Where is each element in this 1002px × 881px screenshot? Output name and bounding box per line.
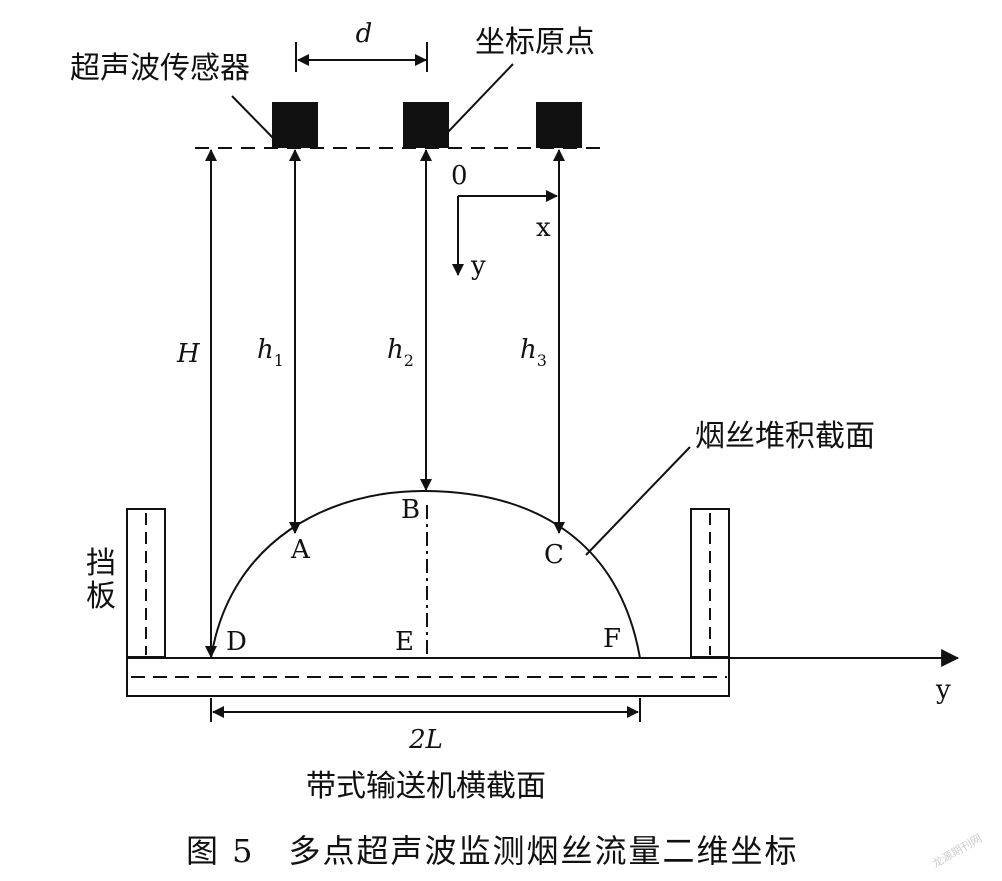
local-y-label: y bbox=[470, 251, 486, 281]
baffle-label-2: 板 bbox=[86, 579, 116, 614]
h3-label: h3 bbox=[520, 335, 547, 370]
point-A-label: A bbox=[290, 535, 311, 565]
sensor-leader-line bbox=[231, 95, 276, 141]
local-x-label: x bbox=[536, 213, 551, 243]
h3-base: h bbox=[520, 335, 537, 365]
h2-base: h bbox=[387, 335, 404, 365]
global-y-label: y bbox=[935, 675, 951, 705]
origin-zero-label: 0 bbox=[451, 161, 468, 191]
point-D-label: D bbox=[226, 627, 247, 657]
sensor-label: 超声波传感器 bbox=[70, 51, 250, 86]
sensor-block-right bbox=[536, 102, 582, 148]
sensor-block-center bbox=[403, 102, 449, 148]
origin-label: 坐标原点 bbox=[475, 25, 595, 60]
point-F-label: F bbox=[603, 624, 621, 654]
h1-label: h1 bbox=[257, 335, 284, 370]
h1-base: h bbox=[257, 335, 274, 365]
point-E-label: E bbox=[395, 627, 414, 657]
point-B-label: B bbox=[401, 495, 420, 525]
conveyor-belt bbox=[126, 657, 730, 697]
pile-section-label: 烟丝堆积截面 bbox=[695, 419, 875, 454]
h1-sub: 1 bbox=[274, 351, 284, 370]
h2-label: h2 bbox=[387, 335, 414, 370]
baffle-label-1: 挡 bbox=[86, 546, 116, 581]
watermark: 龙源期刊网 bbox=[930, 831, 985, 871]
figure-caption: 图 5 多点超声波监测烟丝流量二维坐标 bbox=[186, 832, 799, 870]
sensor-block-left bbox=[272, 102, 318, 148]
point-C-label: C bbox=[544, 540, 564, 570]
conveyor-section-label: 带式输送机横截面 bbox=[306, 769, 546, 804]
width-2L-label: 2L bbox=[408, 725, 443, 755]
height-H-label: H bbox=[176, 339, 201, 369]
h3-sub: 3 bbox=[537, 351, 547, 370]
pile-cross-section-curve bbox=[210, 489, 641, 659]
h2-sub: 2 bbox=[404, 351, 414, 370]
origin-leader-line bbox=[447, 63, 514, 133]
pile-leader-line bbox=[585, 446, 691, 556]
spacing-d-label: d bbox=[356, 19, 373, 49]
